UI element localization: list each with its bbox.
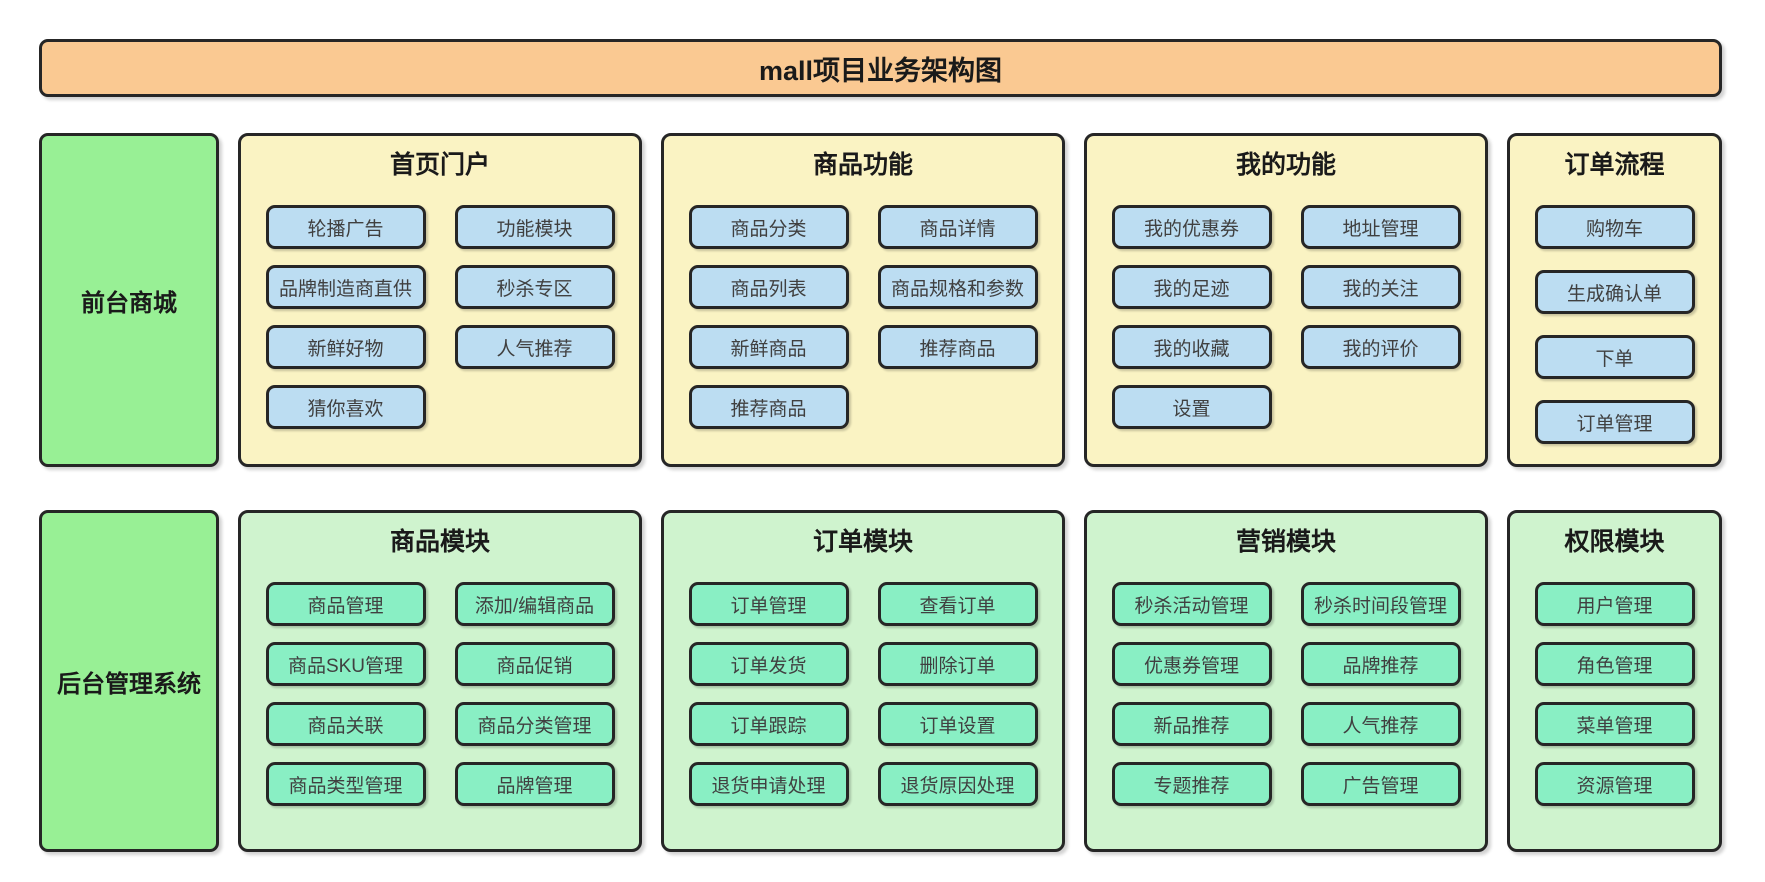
section-grid: 商品分类商品详情商品列表商品规格和参数新鲜商品推荐商品推荐商品	[688, 205, 1038, 429]
section-heading: 营销模块	[1235, 528, 1336, 556]
diagram-box: 商品关联	[265, 702, 426, 746]
section-heading: 商品功能	[812, 151, 913, 179]
diagram-box: 查看订单	[877, 582, 1038, 626]
section-heading: 商品模块	[389, 528, 490, 556]
section-grid: 轮播广告功能模块品牌制造商直供秒杀专区新鲜好物人气推荐猜你喜欢	[265, 205, 615, 429]
diagram-box: 我的评价	[1300, 325, 1461, 369]
side-label: 后台管理系统	[39, 510, 219, 852]
section-panel: 首页门户轮播广告功能模块品牌制造商直供秒杀专区新鲜好物人气推荐猜你喜欢	[238, 133, 642, 467]
diagram-box: 我的关注	[1300, 265, 1461, 309]
section-panel: 商品模块商品管理添加/编辑商品商品SKU管理商品促销商品关联商品分类管理商品类型…	[238, 510, 642, 852]
section-panel: 我的功能我的优惠券地址管理我的足迹我的关注我的收藏我的评价设置	[1084, 133, 1488, 467]
section-grid: 商品管理添加/编辑商品商品SKU管理商品促销商品关联商品分类管理商品类型管理品牌…	[265, 582, 615, 806]
diagram-box: 秒杀专区	[454, 265, 615, 309]
diagram-box: 商品列表	[688, 265, 849, 309]
frontend-row: 前台商城首页门户轮播广告功能模块品牌制造商直供秒杀专区新鲜好物人气推荐猜你喜欢商…	[39, 133, 1722, 467]
section-grid: 秒杀活动管理秒杀时间段管理优惠券管理品牌推荐新品推荐人气推荐专题推荐广告管理	[1111, 582, 1461, 806]
diagram-box: 商品管理	[265, 582, 426, 626]
diagram-box: 我的优惠券	[1111, 205, 1272, 249]
diagram-box: 人气推荐	[454, 325, 615, 369]
diagram-box: 添加/编辑商品	[454, 582, 615, 626]
diagram-box: 角色管理	[1534, 642, 1695, 686]
diagram-box: 商品SKU管理	[265, 642, 426, 686]
section-grid: 用户管理角色管理菜单管理资源管理	[1534, 582, 1695, 806]
diagram-box: 新鲜商品	[688, 325, 849, 369]
diagram-box: 新鲜好物	[265, 325, 426, 369]
diagram-box: 商品分类管理	[454, 702, 615, 746]
diagram-box: 订单跟踪	[688, 702, 849, 746]
diagram-box: 订单设置	[877, 702, 1038, 746]
section-panel: 订单模块订单管理查看订单订单发货删除订单订单跟踪订单设置退货申请处理退货原因处理	[661, 510, 1065, 852]
diagram-box: 商品规格和参数	[877, 265, 1038, 309]
section-panel: 订单流程购物车生成确认单下单订单管理	[1507, 133, 1722, 467]
diagram-box: 购物车	[1534, 205, 1695, 249]
diagram-box: 品牌制造商直供	[265, 265, 426, 309]
section-heading: 我的功能	[1235, 151, 1336, 179]
diagram-box: 退货原因处理	[877, 762, 1038, 806]
diagram-box: 我的足迹	[1111, 265, 1272, 309]
section-heading: 权限模块	[1564, 528, 1665, 556]
diagram-box: 人气推荐	[1300, 702, 1461, 746]
diagram-box: 用户管理	[1534, 582, 1695, 626]
diagram-box: 广告管理	[1300, 762, 1461, 806]
section-heading: 首页门户	[389, 151, 490, 179]
backend-row: 后台管理系统商品模块商品管理添加/编辑商品商品SKU管理商品促销商品关联商品分类…	[39, 510, 1722, 852]
diagram-box: 生成确认单	[1534, 270, 1695, 314]
diagram-box: 商品促销	[454, 642, 615, 686]
section-panel: 权限模块用户管理角色管理菜单管理资源管理	[1507, 510, 1722, 852]
diagram-box: 商品类型管理	[265, 762, 426, 806]
diagram-box: 设置	[1111, 385, 1272, 429]
diagram-box: 资源管理	[1534, 762, 1695, 806]
diagram-box: 品牌管理	[454, 762, 615, 806]
diagram-box: 新品推荐	[1111, 702, 1272, 746]
section-panel: 营销模块秒杀活动管理秒杀时间段管理优惠券管理品牌推荐新品推荐人气推荐专题推荐广告…	[1084, 510, 1488, 852]
diagram-box: 专题推荐	[1111, 762, 1272, 806]
diagram-box: 优惠券管理	[1111, 642, 1272, 686]
section-heading: 订单流程	[1564, 151, 1665, 179]
diagram-box: 推荐商品	[877, 325, 1038, 369]
diagram-box: 轮播广告	[265, 205, 426, 249]
diagram-box: 秒杀活动管理	[1111, 582, 1272, 626]
diagram-box: 地址管理	[1300, 205, 1461, 249]
section-grid: 我的优惠券地址管理我的足迹我的关注我的收藏我的评价设置	[1111, 205, 1461, 429]
diagram-box: 菜单管理	[1534, 702, 1695, 746]
section-grid: 订单管理查看订单订单发货删除订单订单跟踪订单设置退货申请处理退货原因处理	[688, 582, 1038, 806]
diagram-box: 商品详情	[877, 205, 1038, 249]
diagram-box: 功能模块	[454, 205, 615, 249]
diagram-box: 我的收藏	[1111, 325, 1272, 369]
diagram-box: 下单	[1534, 335, 1695, 379]
section-grid: 购物车生成确认单下单订单管理	[1534, 205, 1695, 444]
diagram-title: mall项目业务架构图	[39, 39, 1722, 97]
diagram-box: 订单发货	[688, 642, 849, 686]
diagram-box: 退货申请处理	[688, 762, 849, 806]
diagram-box: 商品分类	[688, 205, 849, 249]
diagram-box: 秒杀时间段管理	[1300, 582, 1461, 626]
section-panel: 商品功能商品分类商品详情商品列表商品规格和参数新鲜商品推荐商品推荐商品	[661, 133, 1065, 467]
diagram-box: 订单管理	[1534, 400, 1695, 444]
diagram-box: 订单管理	[688, 582, 849, 626]
section-heading: 订单模块	[812, 528, 913, 556]
diagram-box: 猜你喜欢	[265, 385, 426, 429]
diagram-box: 删除订单	[877, 642, 1038, 686]
side-label: 前台商城	[39, 133, 219, 467]
diagram-box: 推荐商品	[688, 385, 849, 429]
diagram-box: 品牌推荐	[1300, 642, 1461, 686]
